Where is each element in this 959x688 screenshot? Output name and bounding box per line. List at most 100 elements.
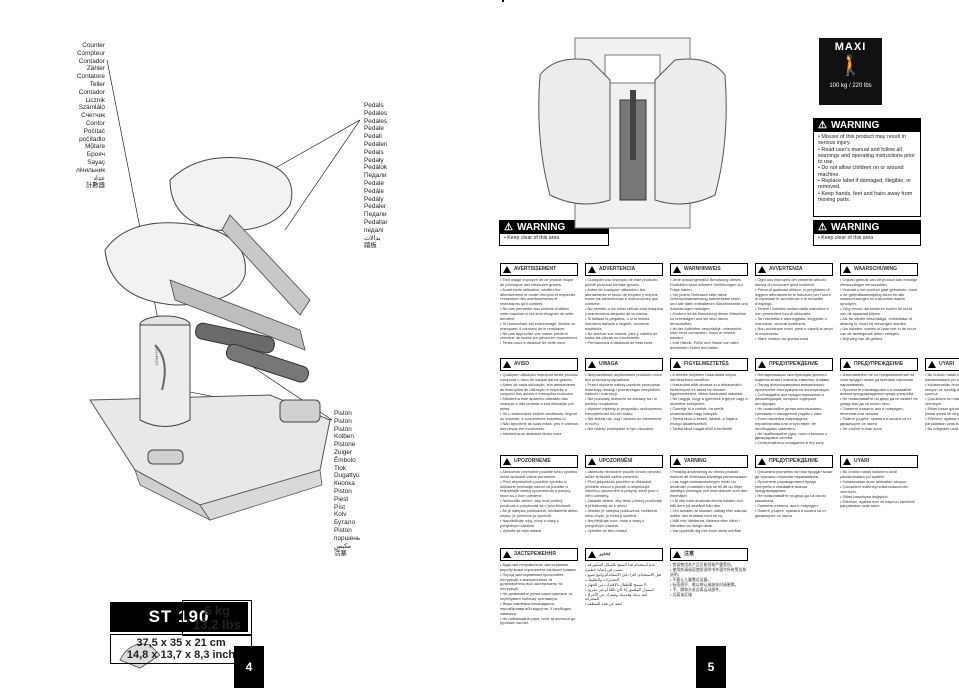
pedal-label: педалі bbox=[364, 226, 384, 234]
warning-block-header: تحذير bbox=[585, 548, 663, 561]
pedal-label: Pedale bbox=[364, 179, 384, 187]
counter-label: Számláló bbox=[78, 104, 105, 112]
warning-block-line: • Prima di qualsiasi utilizzo, si preghi… bbox=[755, 286, 832, 307]
warning-block-line: • Uw handen, voeten of haar niet in de b… bbox=[840, 325, 916, 336]
piston-label: Pistone bbox=[334, 441, 356, 449]
counter-label: عداد bbox=[93, 174, 105, 182]
warning-title: WARNING bbox=[516, 222, 566, 233]
warning-block-header: WARNHINWEIS bbox=[670, 263, 748, 276]
warning-block-title: AVVERTENZA bbox=[769, 266, 803, 273]
warning-block-title: VARNING bbox=[684, 458, 707, 465]
warning-block-line: • Не стойте в тази зона bbox=[840, 425, 882, 431]
warning-block-title: تحذير bbox=[599, 551, 611, 558]
max-weight-badge: MAXI 🚶 100 kg / 220 lbs bbox=[819, 38, 882, 105]
page-number: 5 bbox=[696, 646, 726, 688]
warning-block-line: • Якщо наклейка пошкоджена, нерозбірлива… bbox=[500, 600, 572, 616]
piston-label: Kolben bbox=[334, 433, 354, 441]
warning-triangle-icon bbox=[673, 458, 681, 465]
piston-label: Zuiger bbox=[334, 448, 353, 456]
warning-block-line: • Прочетете ръководството преди употреба… bbox=[755, 478, 816, 494]
brand-text: DOMYOS bbox=[154, 347, 159, 365]
warning-block-title: ADVERTENCIA bbox=[599, 266, 636, 273]
warning-block-line: • Tenez-vous à distance de cette zone bbox=[500, 340, 566, 346]
warning-block-line: • Jestliže je nálepka poškozená, nečitel… bbox=[585, 507, 657, 518]
counter-label: Zähler bbox=[86, 65, 105, 73]
warning-block-line: • Сменете етикета, ако е повреден, нечет… bbox=[840, 406, 904, 416]
warning-triangle-icon bbox=[588, 458, 596, 465]
warning-block-line: • Прочетете ръководството и спазвайте вс… bbox=[840, 386, 915, 397]
warning-block: ПРЕДУПРЕЖДЕНИЕ• Ненадлежащая эксплуатаци… bbox=[755, 358, 833, 450]
warning-block-line: • Сменете етикета, ако е повреден. bbox=[755, 503, 819, 509]
warning-block-line: • Használat előtt olvassa el a felhaszná… bbox=[670, 381, 744, 397]
warning-block-line: • Mantenha este aparelho afastado das cr… bbox=[500, 396, 574, 411]
warning-block-line: • Kindern ist die Benutzung dieser Masch… bbox=[670, 310, 747, 326]
warning-block-line: • Tartsa távol a kezeit, lábaiát, a hajá… bbox=[670, 415, 738, 426]
warning-block-line: • Грешната употреба на този продукт може… bbox=[755, 469, 833, 479]
warning-triangle-icon bbox=[673, 551, 681, 558]
warning-triangle-icon bbox=[503, 458, 511, 465]
warning-block-header: ПРЕДУПРЕЖДЕНИЕ bbox=[755, 358, 833, 371]
warning-block-line: • 错误使用本产品可能导致严重受伤。 bbox=[670, 562, 735, 567]
warning-bar-title: WARNING bbox=[830, 222, 880, 233]
warning-block-line: • Nepřibližujte ruce, nohy a vlasy k poh… bbox=[585, 517, 645, 528]
warning-block-line: • Vyhněte se této oblasti bbox=[585, 527, 627, 533]
stepper-illustration bbox=[89, 59, 361, 675]
warning-block-line: • Var uppehåll dig inte inom detta områd… bbox=[670, 527, 742, 533]
warning-triangle-icon bbox=[503, 551, 511, 558]
warning-triangle-icon bbox=[843, 458, 851, 465]
warning-block-header: AVERTISSEMENT bbox=[500, 263, 578, 276]
warning-block-line: • Не позволяйте детям использовать трена… bbox=[755, 406, 822, 416]
pedal-label: Pedais bbox=[364, 148, 384, 156]
pedal-label: Pedals bbox=[364, 102, 384, 109]
warning-block-line: • Před jakýmkoliv použitím si důkladně p… bbox=[585, 478, 659, 499]
warning-block-header: FIGYELMEZTETÉS bbox=[670, 358, 748, 371]
warning-block-line: • Ellerinizi, ayaklarınızı ve saçınızı h… bbox=[840, 498, 915, 509]
warning-block-line: • 远离该区域 bbox=[670, 591, 692, 597]
warning-block: FIGYELMEZTETÉS• A termék helytelen haszn… bbox=[670, 358, 748, 450]
piston-label: Tłok bbox=[334, 464, 347, 472]
warning-block-line: • Felaktig användning av denna produkt r… bbox=[670, 469, 748, 479]
pedal-label: Pedali bbox=[364, 133, 382, 141]
warning-block-title: ПРЕДУПРЕЖДЕНИЕ bbox=[769, 361, 819, 368]
warning-block-line: • Non avvicinare mani, piedi e capelli a… bbox=[755, 325, 833, 336]
warning-block-line: • Vor jedem Gebrauch bitte diese Gebrauc… bbox=[670, 291, 748, 311]
warning-bar-text: • Keep clear of this area bbox=[818, 235, 874, 241]
warning-block: ADVERTENCIA• Cualquier uso impropio de e… bbox=[585, 263, 663, 351]
warning-block-header: VARNING bbox=[670, 455, 748, 468]
warning-block: UPOZORNĚNÍ• Jakékoliv nevhodné použití t… bbox=[585, 455, 663, 545]
warning-block-header: ПРЕДУПРЕЖДЕНИЕ bbox=[840, 358, 918, 371]
warning-block-line: • Voordat u het product gaat gebruiken, … bbox=[840, 286, 918, 307]
pedal-label: Pedále bbox=[364, 187, 384, 195]
piston-label: Piston bbox=[334, 410, 352, 417]
warning-block-line: • Остерегайтесь попадания в эту зону bbox=[755, 440, 824, 446]
warning-block: UPOZORNENIE• Akékoľvek nevhodné použitie… bbox=[500, 455, 578, 545]
counter-label: Counter bbox=[82, 42, 105, 49]
warning-block-line: • Etiket hasarlıysa değiştirin. bbox=[840, 493, 889, 499]
warning-block: WAARSCHUWING• Onjuist gebruik van dit pr… bbox=[840, 263, 918, 351]
piston-label: Piest bbox=[334, 495, 349, 503]
warning-block-header: AVISO bbox=[500, 358, 578, 371]
counter-label: лічильник bbox=[75, 166, 105, 174]
warning-block-line: • Ist der Aufkleber beschädigt, unleserl… bbox=[670, 325, 742, 341]
warning-bar-right: ⚠WARNING • Keep clear of this area bbox=[813, 220, 921, 246]
warning-block-line: • Ak je nálepka poškodená, nečitateľná a… bbox=[500, 507, 578, 518]
warning-block-line: • Onjuist gebruik van dit product kan er… bbox=[840, 277, 918, 287]
warning-triangle-icon bbox=[843, 266, 851, 273]
dimensions-inch: 14,8 x 13,7 x 8,3 inch bbox=[126, 649, 236, 661]
warning-block-line: • Ne hagyja, hogy a gyerekek a gépre vag… bbox=[670, 396, 748, 407]
main-warning-line: • Replace label if damaged, illegible, o… bbox=[818, 178, 911, 191]
warning-block-line: • Tenere i bambini lontani dalla macchin… bbox=[755, 306, 829, 316]
warning-block-title: UYARI bbox=[854, 458, 870, 465]
warning-block-line: • Не приближайте руки, ноги и волосы к д… bbox=[755, 430, 827, 441]
warning-block-line: • Als de sticker beschadigd, onleesbaar … bbox=[840, 315, 913, 326]
warning-icon: ⚠ bbox=[818, 222, 827, 233]
counter-label: Contador bbox=[78, 57, 105, 65]
dimensions-box: 37,5 x 35 x 21 cm 14,8 x 13,7 x 8,3 inch bbox=[110, 634, 252, 664]
warning-block-line: • Não aproxime as suas mãos, pés e cabel… bbox=[500, 420, 578, 431]
warning-block-title: FIGYELMEZTETÉS bbox=[684, 361, 729, 368]
piston-label: Piston bbox=[334, 417, 352, 425]
warning-block-line: • Wymień etykiety w przypadku uszkodzeni… bbox=[585, 406, 663, 416]
warning-block: WARNHINWEIS• Jede unsachgemäße Benutzung… bbox=[670, 263, 748, 351]
warning-block-title: UPOZORNĚNÍ bbox=[599, 458, 633, 465]
counter-label: Compteur bbox=[76, 49, 105, 57]
